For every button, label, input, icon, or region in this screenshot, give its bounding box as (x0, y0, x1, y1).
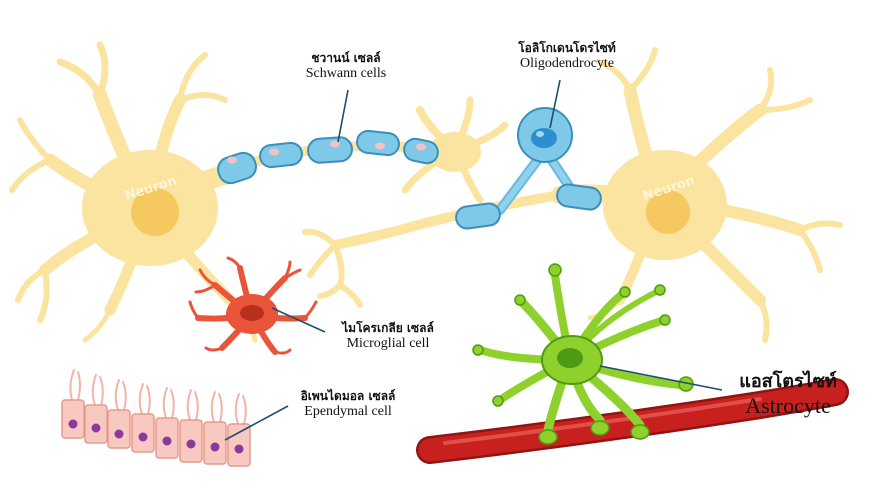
leader-lines (224, 79, 723, 441)
schwann-cells-thai: ชวานน์ เซลล์ (311, 51, 381, 65)
microglial-cell-nucleus (240, 305, 264, 321)
ependymal-cell-label: อิเพนไดมอล เซลล์ Ependymal cell (278, 389, 418, 420)
axon-terminal-branches (302, 228, 363, 308)
oligodendrocyte-english: Oligodendrocyte (519, 55, 615, 71)
ependymal-cell-english: Ependymal cell (304, 403, 392, 419)
ependymal-cell-thai: อิเพนไดมอล เซลล์ (300, 389, 396, 403)
astrocyte-endfeet (472, 263, 694, 445)
microglial-cell-english: Microglial cell (346, 335, 430, 351)
astrocyte-english: Astrocyte (745, 392, 831, 418)
microglial-cell-thai: ไมโครเกลีย เซลล์ (342, 321, 434, 335)
oligodendrocyte-label: โอลิโกเดนโดรไซท์ Oligodendrocyte (492, 41, 642, 72)
microglial-cell-label: ไมโครเกลีย เซลล์ Microglial cell (318, 321, 458, 352)
right-axon (330, 190, 565, 250)
ependymal-cells (61, 369, 251, 467)
left-neuron-nucleus (131, 188, 179, 236)
right-neuron-nucleus (646, 190, 690, 234)
oligodendrocyte (455, 107, 602, 230)
middle-neuron-body (429, 132, 481, 172)
astrocyte-label: แอสโตรไซท์ Astrocyte (718, 371, 858, 418)
schwann-cells-english: Schwann cells (305, 65, 387, 81)
oligodendrocyte-thai: โอลิโกเดนโดรไซท์ (518, 41, 616, 55)
schwann-cells (217, 129, 439, 185)
astrocyte-thai: แอสโตรไซท์ (739, 371, 837, 392)
schwann-cells-label: ชวานน์ เซลล์ Schwann cells (276, 51, 416, 82)
astrocyte-nucleus (557, 348, 583, 368)
